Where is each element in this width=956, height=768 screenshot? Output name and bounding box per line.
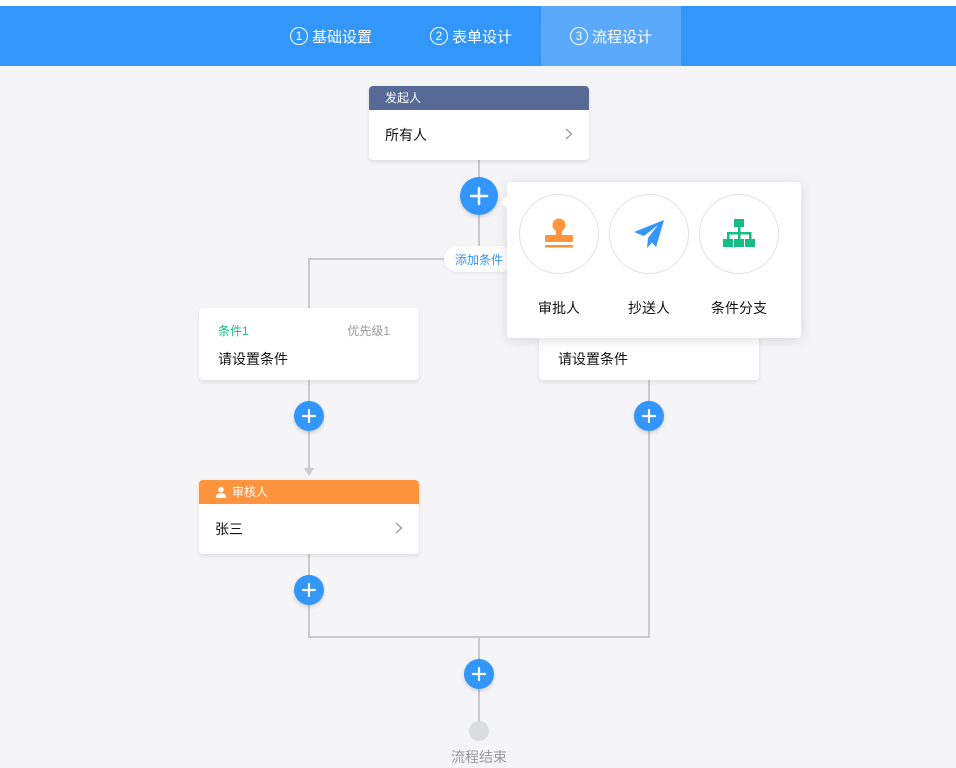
paper-plane-icon [634, 220, 664, 248]
connector-line [308, 258, 310, 310]
condition-title: 条件1 [218, 324, 249, 338]
popover-item-label: 审批人 [538, 300, 580, 316]
tab-label: 基础设置 [311, 28, 372, 46]
end-dot [469, 721, 489, 741]
add-condition-label: 添加条件 [454, 252, 503, 267]
starter-node[interactable]: 发起人 所有人 [369, 86, 589, 160]
plus-icon [471, 666, 487, 682]
condition-text: 请设置条件 [558, 351, 628, 367]
end-label: 流程结束 [451, 749, 507, 765]
step-number: 3 [569, 27, 588, 45]
step-number: 2 [429, 27, 448, 45]
popover-item-approver[interactable]: 审批人 [519, 194, 599, 318]
plus-icon [301, 408, 317, 424]
add-node-button[interactable] [464, 659, 494, 689]
branch-tree-icon [723, 219, 755, 247]
popover-item-label: 抄送人 [628, 300, 670, 316]
popover-item-label: 条件分支 [711, 300, 767, 316]
popover-arrow [501, 196, 507, 208]
starter-title: 发起人 [385, 91, 422, 105]
top-strip [0, 0, 956, 6]
approver-node-body: 张三 [199, 504, 419, 554]
approver-node[interactable]: 审核人 张三 [199, 480, 419, 554]
add-node-button[interactable] [460, 177, 498, 215]
step-number: 1 [289, 27, 308, 45]
stamp-icon [545, 218, 573, 248]
approver-value: 张三 [215, 521, 243, 537]
add-node-popover: 审批人 抄送人 条件分支 [501, 182, 801, 338]
arrow-down-icon [304, 468, 314, 476]
tab-basic-settings[interactable]: 1 基础设置 [261, 6, 401, 66]
condition-priority: 优先级1 [347, 324, 390, 338]
starter-node-header: 发起人 [369, 86, 589, 110]
approver-node-header: 审核人 [199, 480, 419, 504]
condition-card[interactable]: 条件1 优先级1 请设置条件 [199, 308, 419, 380]
add-node-button[interactable] [634, 401, 664, 431]
user-icon [215, 486, 227, 498]
popover-item-condition-branch[interactable]: 条件分支 [699, 194, 779, 318]
starter-node-body: 所有人 [369, 110, 589, 160]
condition-text: 请设置条件 [218, 351, 288, 367]
add-condition-button[interactable]: 添加条件 [444, 246, 514, 272]
chevron-right-icon [395, 521, 403, 537]
tab-label: 流程设计 [591, 28, 652, 46]
tab-label: 表单设计 [451, 28, 512, 46]
top-navigation: 1 基础设置 2 表单设计 3 流程设计 [0, 6, 956, 66]
plus-icon [301, 582, 317, 598]
approver-title: 审核人 [232, 485, 269, 499]
add-node-button[interactable] [294, 575, 324, 605]
tab-process-design[interactable]: 3 流程设计 [541, 6, 681, 66]
branch-option-circle [699, 194, 779, 274]
approver-option-circle [519, 194, 599, 274]
plus-icon [469, 186, 489, 206]
cc-option-circle [609, 194, 689, 274]
connector-line [648, 380, 650, 638]
add-node-button[interactable] [294, 401, 324, 431]
plus-icon [641, 408, 657, 424]
tab-form-design[interactable]: 2 表单设计 [401, 6, 541, 66]
popover-item-cc[interactable]: 抄送人 [609, 194, 689, 318]
starter-value: 所有人 [385, 127, 427, 143]
chevron-right-icon [565, 127, 573, 143]
